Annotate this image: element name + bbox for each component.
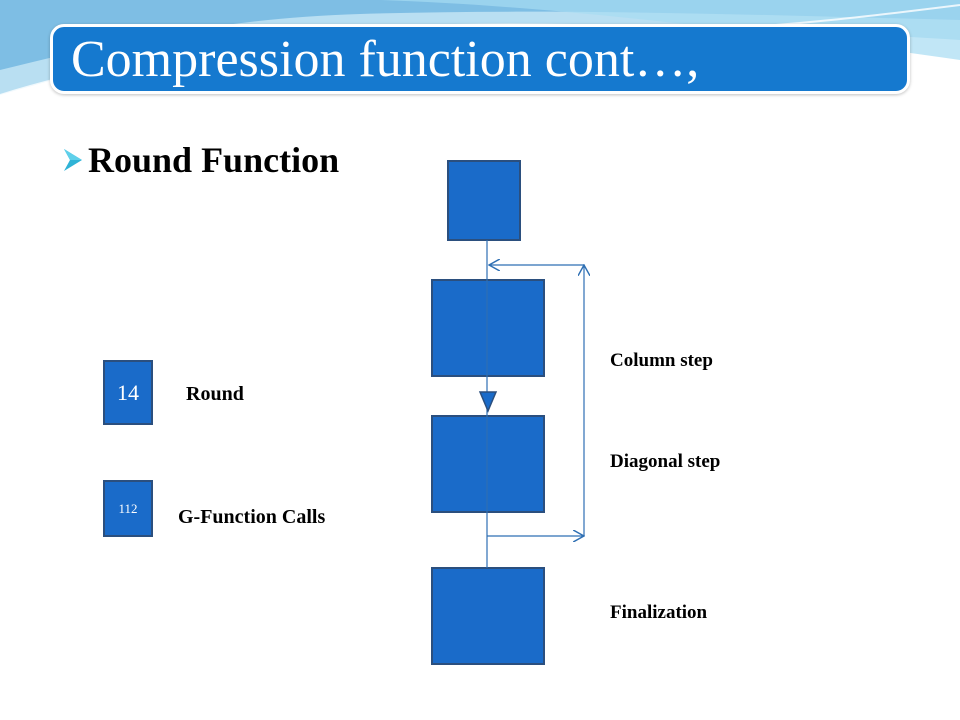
diagonal-step-label: Diagonal step <box>610 451 721 472</box>
slide-title: Compression function cont…, <box>71 31 700 88</box>
round-count-box: 14 <box>103 360 153 425</box>
round-count-value: 14 <box>117 379 139 405</box>
finalization-label: Finalization <box>610 602 708 623</box>
finalization-block <box>431 567 545 665</box>
down-arrow-icon <box>478 391 498 413</box>
bullet-text: Round Function <box>88 140 340 180</box>
column-step-label: Column step <box>610 350 713 371</box>
input-block <box>447 160 521 241</box>
column-step-block <box>431 279 545 377</box>
round-label: Round <box>186 383 244 405</box>
bullet-heading: Round Function <box>60 138 339 182</box>
arrow-bullet-icon <box>64 149 82 171</box>
title-bar: Compression function cont…, <box>50 24 910 94</box>
gfunction-label: G-Function Calls <box>178 506 326 528</box>
diagonal-step-block <box>431 415 545 513</box>
gfunction-count-value: 112 <box>118 500 138 516</box>
gfunction-count-box: 112 <box>103 480 153 537</box>
